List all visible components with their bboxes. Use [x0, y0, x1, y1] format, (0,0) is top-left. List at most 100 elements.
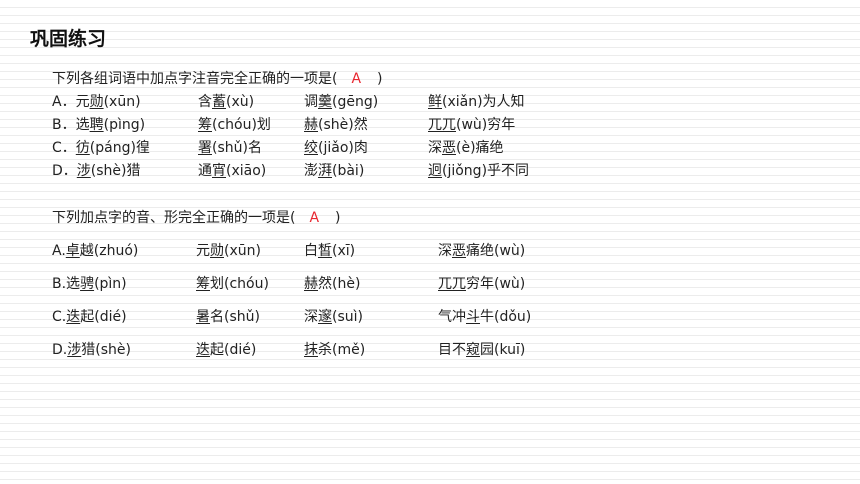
option-cell: B.选骋(pìn): [52, 273, 127, 293]
option-text: (shè)猎: [90, 163, 141, 179]
option-cell: 署(shǔ)名: [198, 137, 262, 157]
option-text: (jiǎo)肉: [318, 140, 368, 156]
option-cell: 鲜(xiǎn)为人知: [428, 91, 525, 111]
question-stem-close: ): [377, 71, 383, 87]
dotted-char: 湃: [318, 163, 332, 179]
option-text: 元: [196, 243, 210, 259]
option-cell: 暑名(shǔ): [196, 306, 260, 326]
option-text: (xī): [332, 243, 356, 259]
option-text: B.选: [52, 276, 81, 292]
option-text: (suì): [332, 309, 363, 325]
dotted-char: 涉: [76, 163, 91, 179]
option-cell: 目不窥园(kuī): [438, 339, 525, 359]
dotted-char: 邃: [318, 309, 332, 325]
option-text: (è)痛绝: [456, 140, 504, 156]
option-text: 杀(mě): [318, 342, 366, 358]
dotted-char: 鲜: [428, 94, 442, 110]
option-text: (chóu)划: [212, 117, 271, 133]
option-text: B．选: [52, 117, 90, 133]
option-text: 气冲: [438, 309, 466, 325]
option-cell: A.卓越(zhuó): [52, 240, 138, 260]
question-stem-close: ): [335, 210, 341, 226]
option-cell: 深恶痛绝(wù): [438, 240, 525, 260]
option-cell: 气冲斗牛(dǒu): [438, 306, 531, 326]
option-cell: 绞(jiǎo)肉: [304, 137, 368, 157]
option-text: (xūn): [224, 243, 261, 259]
dotted-char: 蓄: [212, 94, 226, 110]
option-text: A.: [52, 243, 66, 259]
option-cell: 深邃(suì): [304, 306, 363, 326]
dotted-char: 勋: [89, 94, 104, 110]
dotted-char: 迭: [66, 309, 81, 325]
dotted-char: 骋: [80, 276, 95, 292]
option-text: C.: [52, 309, 67, 325]
option-text: 园(kuī): [480, 342, 526, 358]
dotted-char: 恶: [442, 140, 456, 156]
option-text: (xiǎn)为人知: [442, 94, 525, 110]
option-cell: 迥(jiǒng)乎不同: [428, 160, 529, 180]
option-cell: 深恶(è)痛绝: [428, 137, 504, 157]
option-text: (shǔ)名: [212, 140, 262, 156]
option-text: (pìn): [94, 276, 127, 292]
question-2-stem: 下列加点字的音、形完全正确的一项是(A): [52, 207, 341, 227]
option-text: 深: [428, 140, 442, 156]
answer-mark: A: [351, 71, 362, 87]
option-text: 调: [304, 94, 318, 110]
option-text: (wù)穷年: [456, 117, 516, 133]
option-text: 澎: [304, 163, 318, 179]
option-cell: 迭起(dié): [196, 339, 256, 359]
option-text: C．: [52, 140, 76, 156]
option-text: (shè)然: [318, 117, 368, 133]
option-cell: 澎湃(bài): [304, 160, 364, 180]
dotted-char: 暑: [196, 309, 210, 325]
option-text: 通: [198, 163, 212, 179]
option-text: 起(dié): [210, 342, 257, 358]
dotted-char: 抹: [304, 342, 318, 358]
option-text: D．: [52, 163, 77, 179]
option-text: 穷年(wù): [466, 276, 526, 292]
option-text: 牛(dǒu): [480, 309, 532, 325]
dotted-char: 窥: [466, 342, 480, 358]
dotted-char: 卓: [65, 243, 80, 259]
option-text: 越(zhuó): [79, 243, 139, 259]
option-text: 含: [198, 94, 212, 110]
option-text: (xiāo): [226, 163, 267, 179]
dotted-char: 皙: [318, 243, 332, 259]
option-text: (páng)徨: [89, 140, 150, 156]
option-cell: 含蓄(xù): [198, 91, 254, 111]
option-text: 划(chóu): [210, 276, 269, 292]
option-cell: 白皙(xī): [304, 240, 355, 260]
option-text: 然(hè): [318, 276, 361, 292]
option-cell: 兀兀穷年(wù): [438, 273, 525, 293]
option-text: A．元: [52, 94, 90, 110]
option-text: 猎(shè): [81, 342, 131, 358]
option-cell: 筹(chóu)划: [198, 114, 271, 134]
answer-mark: A: [309, 210, 320, 226]
dotted-char: 赫: [304, 117, 318, 133]
option-text: 名(shǔ): [210, 309, 260, 325]
option-cell: C.迭起(dié): [52, 306, 127, 326]
dotted-char: 赫: [304, 276, 318, 292]
option-cell: D.涉猎(shè): [52, 339, 131, 359]
dotted-char: 绞: [304, 140, 318, 156]
option-text: (pìng): [103, 117, 146, 133]
dotted-char: 恶: [452, 243, 466, 259]
option-text: (bài): [332, 163, 365, 179]
option-text: 痛绝(wù): [466, 243, 526, 259]
option-text: (xù): [226, 94, 255, 110]
option-text: (xūn): [103, 94, 141, 110]
dotted-char: 聘: [89, 117, 104, 133]
option-cell: 兀兀(wù)穷年: [428, 114, 515, 134]
option-text: 深: [304, 309, 318, 325]
dotted-char: 署: [198, 140, 212, 156]
option-cell: 赫然(hè): [304, 273, 360, 293]
option-text: 白: [304, 243, 318, 259]
dotted-char: 勋: [210, 243, 224, 259]
question-1-stem: 下列各组词语中加点字注音完全正确的一项是(A): [52, 68, 383, 88]
option-text: 目不: [438, 342, 466, 358]
option-text: D.: [52, 342, 68, 358]
option-cell: C．彷(páng)徨: [52, 137, 150, 157]
dotted-char: 筹: [198, 117, 212, 133]
option-text: (jiǒng)乎不同: [442, 163, 530, 179]
option-cell: 元勋(xūn): [196, 240, 261, 260]
